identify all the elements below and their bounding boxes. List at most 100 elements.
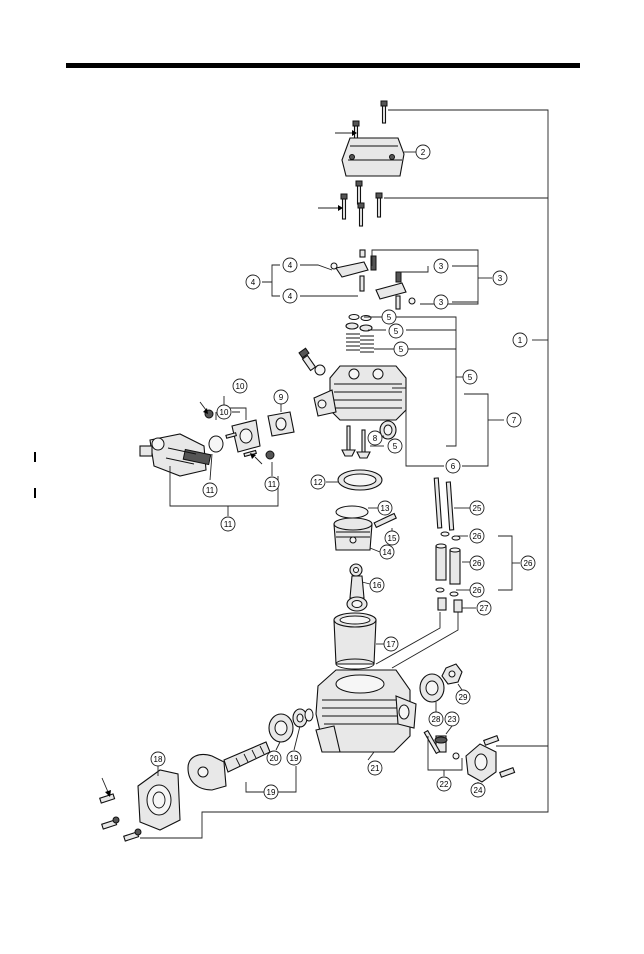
callout-8: 8 (367, 430, 383, 446)
svg-text:27: 27 (480, 604, 489, 613)
rear-cover (465, 743, 497, 783)
cylinder-head-bolt (357, 202, 365, 227)
svg-text:10: 10 (220, 408, 229, 417)
crankcase (315, 669, 417, 753)
callout-19: 19 (263, 784, 279, 800)
svg-text:26: 26 (473, 559, 482, 568)
callout-3: 3 (433, 258, 449, 274)
svg-text:26: 26 (473, 586, 482, 595)
svg-text:5: 5 (387, 313, 392, 322)
callout-5: 5 (393, 341, 409, 357)
carburetor-o-ring (208, 435, 224, 453)
callout-10: 10 (232, 378, 248, 394)
callout-7: 7 (506, 412, 522, 428)
callout-5: 5 (388, 323, 404, 339)
rocker-arm-lower (375, 282, 416, 310)
piston-pin (373, 512, 397, 529)
callout-4: 4 (245, 274, 261, 290)
svg-text:18: 18 (154, 755, 163, 764)
callout-11: 11 (202, 482, 218, 498)
callout-23: 23 (444, 711, 460, 727)
svg-text:28: 28 (432, 715, 441, 724)
callout-2: 2 (415, 144, 431, 160)
svg-text:14: 14 (383, 548, 392, 557)
cylinder-head-bolt (340, 193, 348, 220)
svg-text:21: 21 (371, 764, 380, 773)
cylinder-head-bolt (375, 192, 383, 218)
svg-text:26: 26 (473, 532, 482, 541)
front-housing (137, 769, 181, 831)
svg-text:1: 1 (518, 336, 523, 345)
svg-text:11: 11 (268, 480, 277, 489)
svg-text:5: 5 (394, 327, 399, 336)
callout-4: 4 (282, 288, 298, 304)
pushrods (433, 477, 455, 531)
piston (333, 517, 373, 551)
pointer-arrows (101, 130, 357, 797)
callout-24: 24 (470, 782, 486, 798)
svg-text:13: 13 (381, 504, 390, 513)
svg-text:11: 11 (224, 520, 233, 529)
cylinder-head-bolt (355, 180, 363, 205)
svg-text:11: 11 (206, 486, 215, 495)
svg-text:23: 23 (448, 715, 457, 724)
main-bearing (268, 713, 294, 743)
rocker-cover (341, 137, 405, 177)
callout-3: 3 (433, 294, 449, 310)
svg-text:19: 19 (290, 754, 299, 763)
svg-text:4: 4 (288, 292, 293, 301)
rocker-cover-bolt (380, 100, 388, 124)
callout-5: 5 (381, 309, 397, 325)
callout-26: 26 (469, 555, 485, 571)
valve-spring (346, 333, 374, 353)
carburetor (139, 433, 212, 477)
cylinder-head (313, 365, 407, 421)
callout-1: 1 (512, 332, 528, 348)
rear-cover-screws (483, 735, 516, 778)
tappets (437, 597, 463, 613)
callout-25: 25 (469, 500, 485, 516)
svg-text:3: 3 (439, 298, 444, 307)
callout-26: 26 (520, 555, 536, 571)
spark-plug (298, 347, 326, 376)
intake-gasket (267, 411, 295, 437)
callout-10: 10 (216, 404, 232, 420)
callout-18: 18 (150, 751, 166, 767)
valve-pair (341, 425, 371, 459)
crankshaft-seal (292, 708, 308, 728)
callout-14: 14 (379, 544, 395, 560)
rocker-arm-upper (330, 261, 369, 292)
svg-text:15: 15 (388, 534, 397, 543)
callout-20: 20 (266, 750, 282, 766)
valve-guide-seal (379, 420, 397, 440)
crankshaft (187, 741, 271, 791)
margin-mark-lower (34, 488, 36, 498)
callout-27: 27 (476, 600, 492, 616)
svg-text:7: 7 (512, 416, 517, 425)
svg-text:9: 9 (279, 393, 284, 402)
svg-text:17: 17 (387, 640, 396, 649)
svg-text:4: 4 (251, 278, 256, 287)
piston-ring (335, 505, 369, 519)
svg-text:3: 3 (439, 262, 444, 271)
callout-19: 19 (286, 750, 302, 766)
callout-12: 12 (310, 474, 326, 490)
svg-text:20: 20 (270, 754, 279, 763)
callout-26: 26 (469, 582, 485, 598)
callout-4: 4 (282, 257, 298, 273)
callout-26: 26 (469, 528, 485, 544)
pushrod-tubes (435, 543, 461, 585)
callout-11: 11 (264, 476, 280, 492)
svg-text:2: 2 (421, 148, 426, 157)
cam-gear (423, 729, 460, 760)
rear-nut (441, 663, 463, 685)
housing-screws (99, 793, 142, 842)
callout-13: 13 (377, 500, 393, 516)
svg-text:26: 26 (524, 559, 533, 568)
callout-28: 28 (428, 711, 444, 727)
callout-22: 22 (436, 776, 452, 792)
svg-text:24: 24 (474, 786, 483, 795)
svg-text:5: 5 (468, 373, 473, 382)
svg-text:16: 16 (373, 581, 382, 590)
